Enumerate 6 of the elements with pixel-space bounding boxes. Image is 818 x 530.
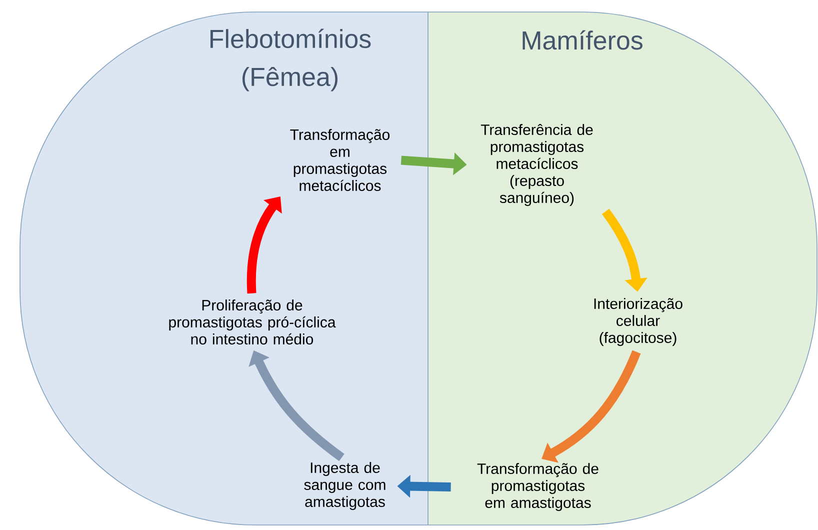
step-label: Transferência de promastigotas metacíclicos (repasto sanguíneo)	[480, 124, 593, 206]
step-label: Transformação de promastigotas em amastigotas	[477, 463, 598, 511]
step-label: Proliferação de promastigotas pró-cíclica no intestino médio	[169, 300, 336, 344]
step-label: Ingesta de sangue com amastigotas	[304, 462, 386, 510]
step-label: Interiorização celular (fagocitose)	[594, 298, 682, 346]
step-label: Transformação em promastigotas metacíclicos	[290, 129, 390, 191]
